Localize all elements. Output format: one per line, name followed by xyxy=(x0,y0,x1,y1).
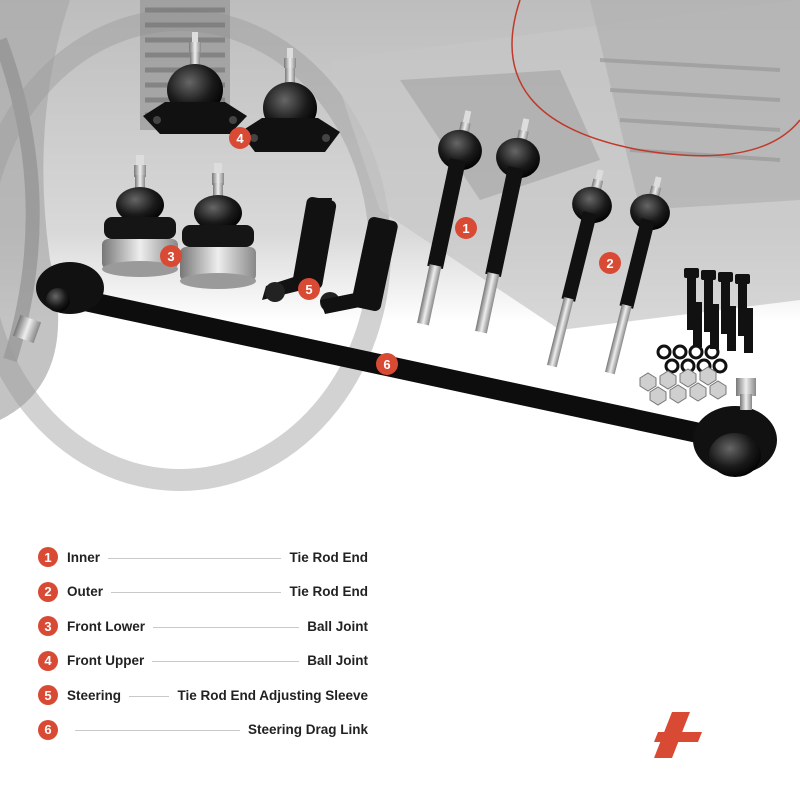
callout-badge-6: 6 xyxy=(376,353,398,375)
legend-left-label: Front Lower xyxy=(67,618,145,634)
callout-badge-1: 1 xyxy=(455,217,477,239)
front-lower-ball-joints xyxy=(102,155,256,289)
legend-number: 1 xyxy=(38,547,58,568)
legend-leader-line xyxy=(75,730,240,732)
hardware-kit xyxy=(639,268,753,406)
legend-leader-line xyxy=(153,626,300,628)
legend-row: 5 Steering Tie Rod End Adjusting Sleeve xyxy=(38,678,368,713)
inner-tie-rod-ends xyxy=(417,110,540,334)
legend-row: 3 Front Lower Ball Joint xyxy=(38,609,368,644)
legend-leader-line xyxy=(108,557,282,559)
legend-right-label: Steering Drag Link xyxy=(247,722,368,738)
legend-number: 3 xyxy=(38,616,58,637)
svg-text:6: 6 xyxy=(383,357,390,372)
legend-row: 2 Outer Tie Rod End xyxy=(38,575,368,610)
legend-left-label: Steering xyxy=(67,687,122,703)
callout-badges: 4 3 5 1 2 6 xyxy=(160,127,621,375)
legend-right-label: Tie Rod End xyxy=(289,549,368,565)
legend-row: 1 Inner Tie Rod End xyxy=(38,540,368,575)
adjusting-sleeves xyxy=(262,196,398,314)
svg-text:4: 4 xyxy=(236,131,244,146)
legend-number: 6 xyxy=(38,719,58,740)
legend-number: 5 xyxy=(38,685,58,706)
legend-right-label: Tie Rod End xyxy=(289,584,368,600)
svg-text:3: 3 xyxy=(167,249,174,264)
legend-left-label: Inner xyxy=(67,549,101,565)
legend-leader-line xyxy=(129,695,170,697)
legend-right-label: Ball Joint xyxy=(307,618,368,634)
outer-tie-rod-ends xyxy=(546,169,670,375)
legend-row: 4 Front Upper Ball Joint xyxy=(38,644,368,679)
svg-text:2: 2 xyxy=(606,256,613,271)
svg-text:1: 1 xyxy=(462,221,469,236)
callout-badge-5: 5 xyxy=(298,278,320,300)
parts-legend: 1 Inner Tie Rod End 2 Outer Tie Rod End … xyxy=(38,540,368,747)
legend-left-label: Front Upper xyxy=(67,653,145,669)
legend-number: 2 xyxy=(38,581,58,602)
svg-text:5: 5 xyxy=(305,282,312,297)
brand-logo-icon xyxy=(654,712,702,758)
callout-badge-4: 4 xyxy=(229,127,251,149)
legend-right-label: Ball Joint xyxy=(307,653,368,669)
legend-left-label: Outer xyxy=(67,584,104,600)
legend-right-label: Tie Rod End Adjusting Sleeve xyxy=(177,687,368,703)
legend-row: 6 Steering Drag Link xyxy=(38,713,368,748)
callout-badge-2: 2 xyxy=(599,252,621,274)
legend-leader-line xyxy=(152,661,300,663)
front-upper-ball-joints xyxy=(143,32,340,152)
legend-number: 4 xyxy=(38,650,58,671)
callout-badge-3: 3 xyxy=(160,245,182,267)
legend-leader-line xyxy=(111,592,282,594)
